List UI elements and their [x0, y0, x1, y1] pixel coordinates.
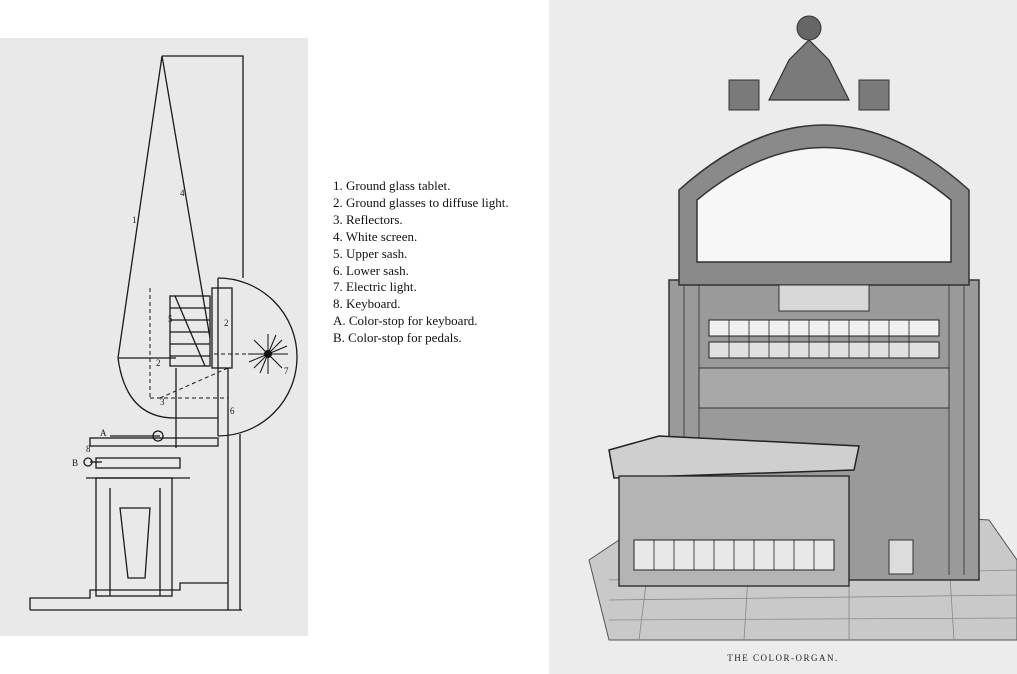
organ-illustration: [588, 15, 1017, 641]
legend-item: 8. Keyboard.: [333, 296, 401, 312]
music-desk: [778, 284, 870, 312]
organ-bench-top: [608, 435, 860, 479]
legend-item: 3. Reflectors.: [333, 211, 403, 227]
legend-item: 7. Electric light.: [333, 279, 417, 295]
diagram-legend: 1. Ground glass tablet. 2. Ground glasse…: [333, 178, 573, 347]
label-7: 7: [284, 366, 289, 376]
legend-item: 4. White screen.: [333, 228, 418, 244]
light-housing: [217, 277, 298, 437]
screen-outline: [117, 55, 211, 359]
pedal-box: [888, 539, 914, 575]
label-3: 3: [160, 397, 165, 407]
upper-sash: [169, 295, 211, 367]
pedal-board: [119, 507, 151, 579]
legend-item: A. Color-stop for keyboard.: [333, 313, 478, 329]
label-2b: 2: [224, 318, 229, 328]
base-cabinet: [95, 477, 173, 597]
label-2: 2: [156, 358, 161, 368]
crest-ornament: [768, 39, 850, 101]
legend-item: 2. Ground glasses to diffuse light.: [333, 194, 509, 210]
color-organ-diagram: 1 2 2 3 4 5 6 7 8 A B: [0, 38, 308, 636]
color-organ-engraving: THE COLOR-ORGAN.: [549, 0, 1017, 674]
label-a: A: [100, 428, 107, 438]
label-8: 8: [86, 444, 91, 454]
legend-item: 5. Upper sash.: [333, 245, 408, 261]
diagram-drawing: 1 2 2 3 4 5 6 7 8 A B: [29, 55, 298, 611]
color-screen: [696, 146, 952, 263]
legend-item: B. Color-stop for pedals.: [333, 330, 462, 346]
upper-manual: [708, 319, 940, 337]
base-plinth: [29, 582, 228, 610]
engraving-caption: THE COLOR-ORGAN.: [727, 653, 839, 663]
label-6: 6: [230, 406, 235, 416]
electric-light-icon: [264, 350, 272, 358]
reflector-bowl: [117, 357, 218, 419]
crest-figure: [796, 15, 822, 41]
label-5: 5: [168, 314, 173, 324]
label-b: B: [72, 458, 78, 468]
ground-glass: [211, 287, 233, 369]
legend-item: 1. Ground glass tablet.: [333, 178, 451, 193]
legend-item: 6. Lower sash.: [333, 262, 409, 278]
organ-fretwork: [698, 367, 950, 409]
label-4: 4: [180, 188, 185, 198]
screen-back: [162, 55, 244, 278]
label-1: 1: [132, 215, 137, 225]
keyboard: [95, 457, 181, 469]
lower-manual: [708, 341, 940, 359]
